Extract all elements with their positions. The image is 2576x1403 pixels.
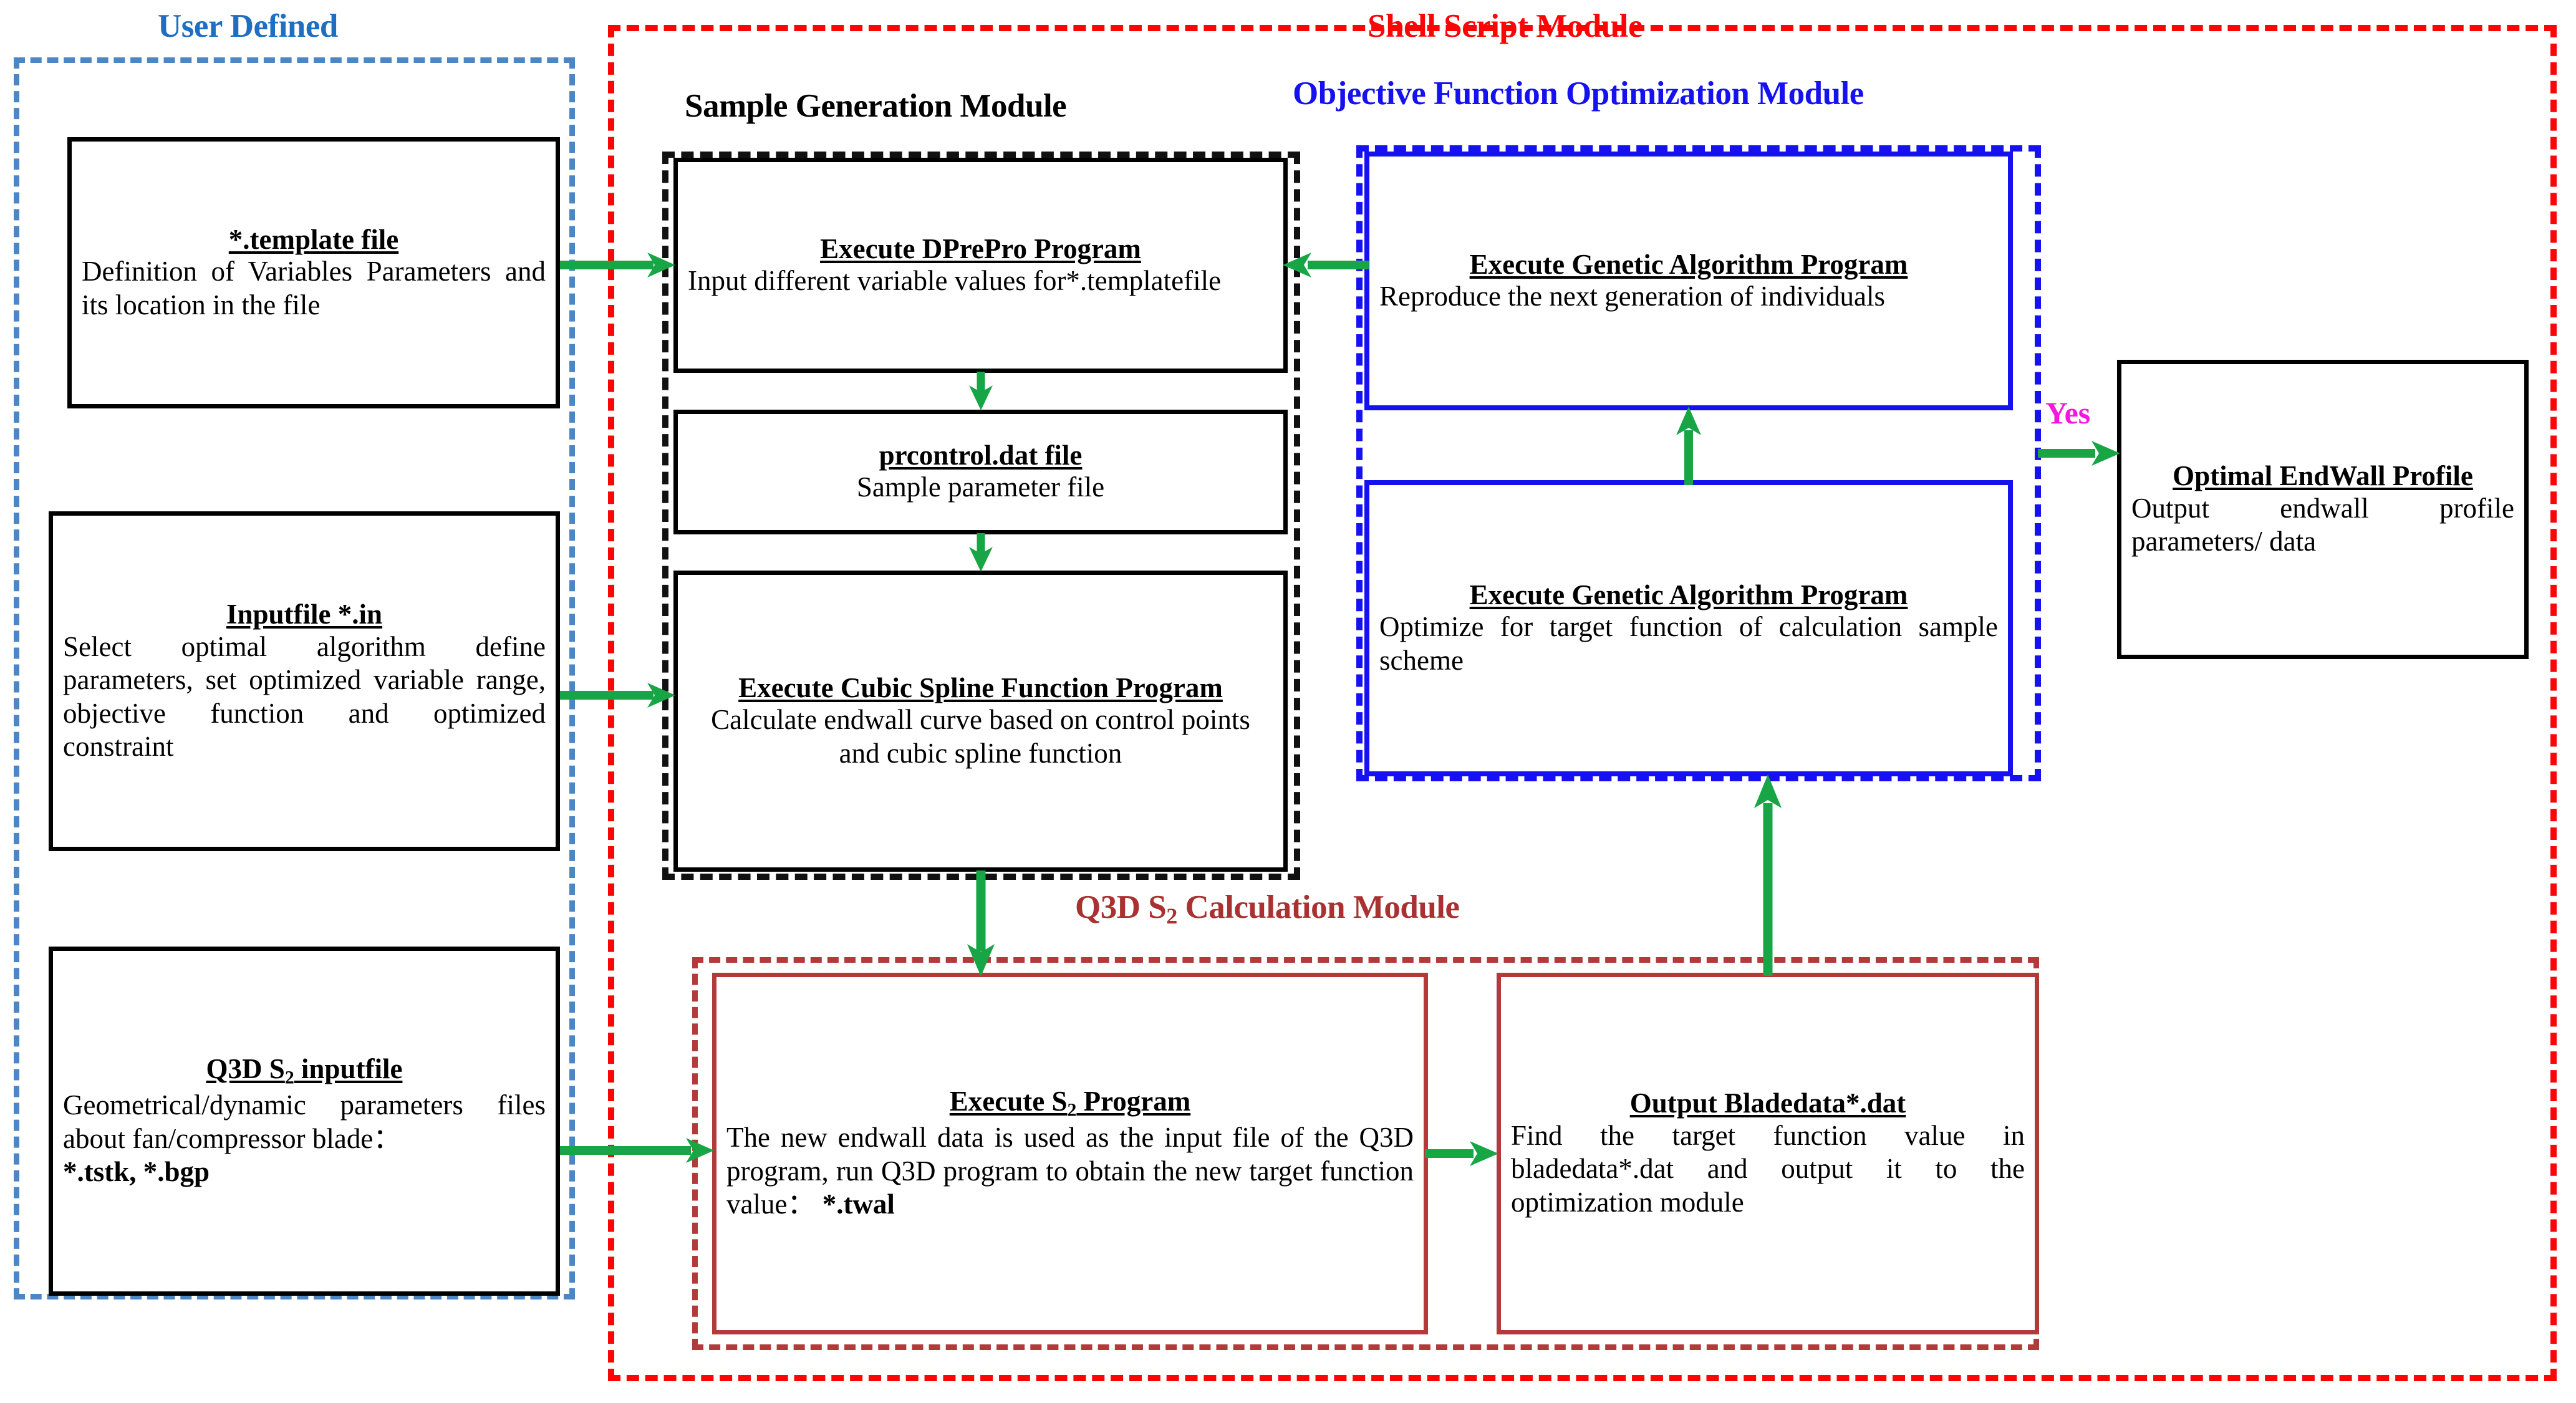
box-execute-dprepro[interactable]: Execute DPrePro Program Input different … bbox=[673, 158, 1288, 373]
box-q3d-s2-inputfile-body-bold: *.tstk, *.bgp bbox=[63, 1155, 546, 1189]
q3d-inputfile-title-sub: 2 bbox=[284, 1068, 294, 1088]
caption-objective-function-optimization-module: Objective Function Optimization Module bbox=[1293, 75, 1864, 112]
box-ga-reproduce-title: Execute Genetic Algorithm Program bbox=[1469, 248, 1908, 280]
box-optimal-endwall-profile[interactable]: Optimal EndWall Profile Output endwall p… bbox=[2117, 360, 2529, 659]
box-inputfile-in-title: Inputfile *.in bbox=[226, 599, 383, 630]
box-inputfile-in-body: Select optimal algorithm define paramete… bbox=[63, 630, 546, 763]
caption-user-defined: User Defined bbox=[158, 8, 338, 44]
caption-shell-script-module: Shell Script Module bbox=[1368, 8, 1643, 44]
caption-q3d-s2-calculation-module: Q3D S2 Calculation Module bbox=[1075, 889, 1460, 929]
arrow-dprepro-to-prcontrol bbox=[965, 372, 996, 412]
arrow-q3dinput-to-executes2 bbox=[560, 1135, 723, 1166]
box-template-file-title: *.template file bbox=[228, 223, 399, 255]
q3d-caption-post: Calculation Module bbox=[1177, 889, 1460, 925]
box-execute-dprepro-title: Execute DPrePro Program bbox=[820, 233, 1141, 264]
box-q3d-s2-inputfile-title: Q3D S2 inputfile bbox=[63, 1053, 546, 1089]
box-ga-optimize-title: Execute Genetic Algorithm Program bbox=[1469, 579, 1908, 610]
group-objective-function-optimization-module bbox=[1356, 145, 2041, 781]
box-execute-cubic-spline-title: Execute Cubic Spline Function Program bbox=[738, 672, 1223, 703]
arrow-inputfile-to-cubicspline bbox=[560, 680, 685, 711]
box-execute-dprepro-body: Input different variable values for*.tem… bbox=[688, 264, 1222, 296]
s2-body-text: The new endwall data is used as the inpu… bbox=[726, 1121, 1414, 1220]
box-inputfile-in[interactable]: Inputfile *.in Select optimal algorithm … bbox=[49, 511, 560, 851]
box-prcontrol-dat[interactable]: prcontrol.dat file Sample parameter file bbox=[673, 410, 1288, 534]
box-q3d-s2-inputfile[interactable]: Q3D S2 inputfile Geometrical/dynamic par… bbox=[49, 947, 560, 1296]
s2-title-pre: Execute S bbox=[949, 1086, 1068, 1117]
box-ga-reproduce-body: Reproduce the next generation of individ… bbox=[1379, 280, 1886, 312]
arrow-prcontrol-to-cubicspline bbox=[965, 533, 996, 574]
arrow-template-to-dprepro bbox=[560, 249, 685, 281]
q3d-inputfile-filetypes: *.tstk, *.bgp bbox=[63, 1156, 210, 1188]
label-yes: Yes bbox=[2045, 395, 2091, 430]
box-output-bladedata-body: Find the target function value in bladed… bbox=[1511, 1119, 2025, 1218]
box-ga-optimize[interactable]: Execute Genetic Algorithm Program Optimi… bbox=[1364, 480, 2013, 776]
box-execute-cubic-spline-body: Calculate endwall curve based on control… bbox=[711, 704, 1250, 769]
box-optimal-endwall-profile-title: Optimal EndWall Profile bbox=[2173, 460, 2473, 492]
s2-title-sub: 2 bbox=[1067, 1100, 1077, 1121]
box-execute-s2-program[interactable]: Execute S2 Program The new endwall data … bbox=[712, 973, 1428, 1334]
arrow-executes2-to-bladedata bbox=[1425, 1138, 1503, 1169]
box-prcontrol-dat-body: Sample parameter file bbox=[856, 471, 1105, 503]
arrow-ga-reproduce-to-optimal-endwall bbox=[2038, 438, 2125, 469]
box-prcontrol-dat-title: prcontrol.dat file bbox=[879, 440, 1083, 471]
box-execute-cubic-spline[interactable]: Execute Cubic Spline Function Program Ca… bbox=[673, 571, 1288, 872]
caption-sample-generation-module: Sample Generation Module bbox=[685, 88, 1067, 124]
box-optimal-endwall-profile-body: Output endwall profile parameters/ data bbox=[2131, 492, 2514, 557]
arrow-ga-reproduce-to-dprepro bbox=[1281, 249, 1369, 281]
box-template-file-body: Definition of Variables Parameters and i… bbox=[82, 256, 546, 321]
box-output-bladedata[interactable]: Output Bladedata*.dat Find the target fu… bbox=[1497, 973, 2039, 1334]
q3d-inputfile-body-text: Geometrical/dynamic parameters files abo… bbox=[63, 1089, 546, 1154]
box-ga-reproduce[interactable]: Execute Genetic Algorithm Program Reprod… bbox=[1364, 152, 2013, 410]
group-shell-script-module bbox=[608, 25, 2557, 1381]
q3d-caption-pre: Q3D S bbox=[1075, 889, 1167, 925]
box-output-bladedata-title: Output Bladedata*.dat bbox=[1629, 1087, 1906, 1119]
box-q3d-s2-inputfile-body: Geometrical/dynamic parameters files abo… bbox=[63, 1089, 546, 1155]
q3d-inputfile-title-post: inputfile bbox=[294, 1053, 403, 1085]
arrow-cubicspline-to-executes2 bbox=[965, 870, 996, 978]
box-template-file[interactable]: *.template file Definition of Variables … bbox=[67, 137, 560, 408]
arrow-ga-optimize-to-ga-reproduce bbox=[1673, 405, 1704, 485]
group-user-defined bbox=[14, 57, 575, 1299]
s2-output-filetype: *.twal bbox=[822, 1188, 895, 1220]
s2-title-post: Program bbox=[1076, 1086, 1191, 1117]
box-execute-s2-program-body: The new endwall data is used as the inpu… bbox=[726, 1121, 1414, 1222]
arrow-bladedata-to-ga-optimize bbox=[1752, 773, 1783, 976]
box-execute-s2-program-title: Execute S2 Program bbox=[726, 1086, 1414, 1121]
q3d-caption-sub: 2 bbox=[1166, 904, 1177, 928]
q3d-inputfile-title-pre: Q3D S bbox=[206, 1053, 285, 1085]
box-ga-optimize-body: Optimize for target function of calculat… bbox=[1379, 611, 1998, 676]
